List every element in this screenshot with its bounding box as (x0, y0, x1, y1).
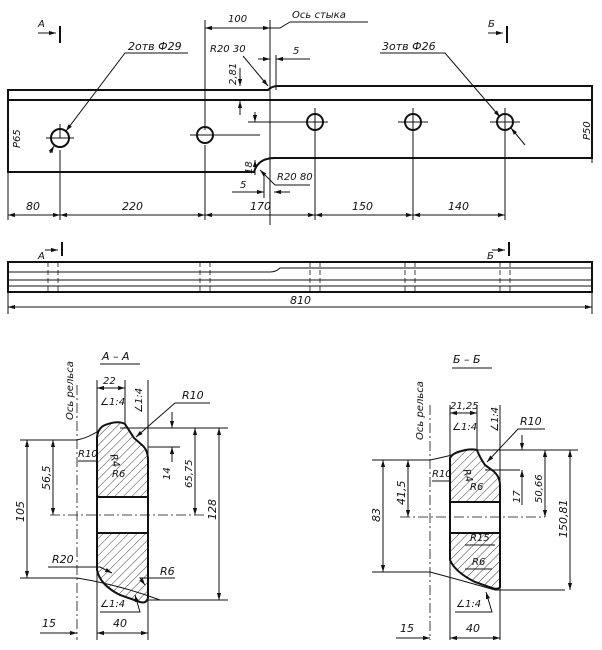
svg-text:65,75: 65,75 (184, 459, 195, 488)
svg-text:15: 15 (42, 617, 56, 630)
svg-text:R15: R15 (470, 533, 490, 544)
svg-text:Б: Б (488, 19, 495, 30)
svg-text:140: 140 (448, 200, 469, 213)
svg-text:220: 220 (122, 200, 143, 213)
svg-text:105: 105 (14, 501, 27, 522)
side-view: А Б 810 (7, 242, 593, 314)
svg-text:40: 40 (113, 617, 127, 630)
section-a-a: А – А 22 ∠1:4 ∠1:4 R10 R10 R4 R6 Ось рел… (14, 350, 228, 640)
section-mark-a: А (37, 19, 61, 43)
svg-text:Р65: Р65 (12, 129, 23, 148)
svg-text:∠1:4: ∠1:4 (100, 599, 125, 610)
svg-text:R4: R4 (107, 453, 121, 469)
svg-text:40: 40 (466, 622, 480, 635)
svg-text:R10: R10 (432, 469, 452, 480)
svg-text:150,81: 150,81 (557, 500, 570, 539)
svg-text:50,66: 50,66 (534, 474, 545, 503)
svg-text:41,5: 41,5 (395, 481, 408, 506)
svg-text:Б – Б: Б – Б (453, 353, 481, 366)
hole-spacing-dimensions: 80 220 170 150 140 (8, 200, 505, 218)
svg-text:А: А (37, 19, 45, 30)
svg-text:5: 5 (293, 46, 299, 57)
plan-view: А Б 100 Ось стыка 2отв Ф29 (7, 10, 593, 225)
svg-text:17: 17 (512, 490, 523, 503)
svg-text:56,5: 56,5 (40, 466, 53, 491)
svg-text:R6: R6 (160, 565, 175, 578)
svg-text:810: 810 (290, 294, 311, 307)
section-b-b: Б – Б 21,25 ∠1:4 ∠1:4 R10 R10 R4 R6 Ось … (370, 353, 578, 641)
svg-text:14: 14 (162, 467, 173, 480)
svg-text:Р50: Р50 (582, 121, 593, 140)
svg-text:18: 18 (244, 161, 255, 174)
svg-text:R10: R10 (78, 449, 98, 460)
svg-text:80: 80 (26, 200, 40, 213)
svg-text:5: 5 (240, 180, 246, 191)
svg-text:2отв Ф29: 2отв Ф29 (128, 40, 182, 53)
svg-text:150: 150 (352, 200, 373, 213)
bolt-holes (46, 108, 520, 148)
svg-text:∠1:4: ∠1:4 (456, 599, 481, 610)
svg-text:100: 100 (228, 14, 247, 25)
svg-text:А: А (37, 251, 45, 262)
svg-text:3отв Ф26: 3отв Ф26 (382, 40, 436, 53)
svg-text:R20 30: R20 30 (210, 44, 246, 55)
svg-text:А – А: А – А (101, 350, 130, 363)
svg-text:R6: R6 (112, 469, 125, 480)
svg-text:∠1:4: ∠1:4 (134, 388, 145, 413)
svg-text:R4: R4 (460, 468, 474, 484)
svg-text:∠1:4: ∠1:4 (452, 422, 477, 433)
svg-text:R6: R6 (470, 482, 483, 493)
svg-text:Ось рельса: Ось рельса (65, 361, 76, 420)
svg-text:15: 15 (400, 622, 414, 635)
svg-text:R10: R10 (182, 389, 204, 402)
svg-text:21,25: 21,25 (450, 401, 479, 412)
svg-text:Ось стыка: Ось стыка (292, 10, 346, 21)
svg-text:128: 128 (206, 499, 219, 520)
svg-text:22: 22 (103, 376, 116, 387)
svg-text:83: 83 (370, 508, 383, 522)
svg-text:R6: R6 (472, 557, 485, 568)
section-mark-b: Б (488, 19, 508, 43)
svg-text:Ось рельса: Ось рельса (415, 381, 426, 440)
svg-text:R20: R20 (52, 553, 74, 566)
svg-text:2,81: 2,81 (228, 63, 239, 85)
svg-text:R10: R10 (520, 415, 542, 428)
svg-text:170: 170 (250, 200, 271, 213)
svg-text:Б: Б (487, 251, 494, 262)
svg-text:∠1:4: ∠1:4 (100, 397, 125, 408)
svg-text:∠1:4: ∠1:4 (490, 407, 501, 432)
svg-text:R20 80: R20 80 (277, 172, 313, 183)
